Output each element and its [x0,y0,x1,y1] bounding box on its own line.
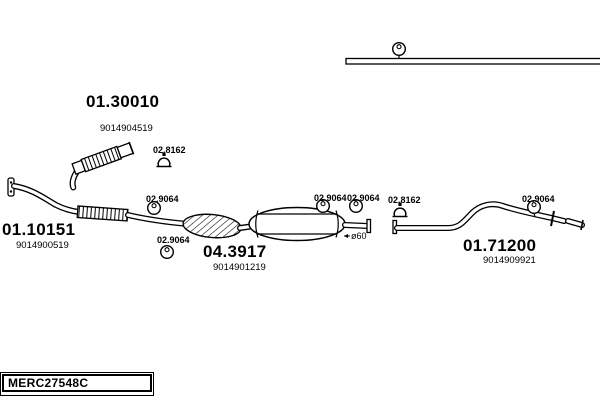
part-oe-rear-pipe: 9014909921 [483,255,536,266]
part-label-middle-silencer: 04.3917 [203,242,267,261]
ring-label-c: 02.9064 [314,193,347,203]
part-label-front-flex: 01.30010 [86,92,160,111]
diameter-annotation: ø60 [351,231,367,241]
ring-label-e: 02.9064 [522,194,555,204]
ring-label-a: 02.9064 [146,194,179,204]
rear-tail-pipe-part [392,201,585,235]
clamp-label-front: 02.8162 [153,145,186,155]
reference-code: MERC27548C [8,376,89,390]
ring-label-d: 02.9064 [347,193,380,203]
reference-box: MERC27548C [2,374,152,392]
part-oe-middle-silencer: 9014901219 [213,262,266,273]
front-flex-pipe-part [69,141,135,191]
top-straight-pipe [345,42,600,65]
clamp-label-middle: 02.8162 [388,195,421,205]
rubber-ring-hanger-icon [392,42,406,56]
front-down-pipe-part [7,177,191,227]
ring-label-b: 02.9064 [157,235,190,245]
rubber-ring-icon-b [159,244,175,259]
part-label-rear-pipe: 01.71200 [463,236,537,255]
part-oe-front-flex: 9014904519 [100,123,153,134]
middle-silencer-part [182,206,372,242]
diameter-arrow [344,234,350,238]
part-oe-front-pipe: 9014900519 [16,240,69,251]
part-label-front-pipe: 01.10151 [2,220,76,239]
